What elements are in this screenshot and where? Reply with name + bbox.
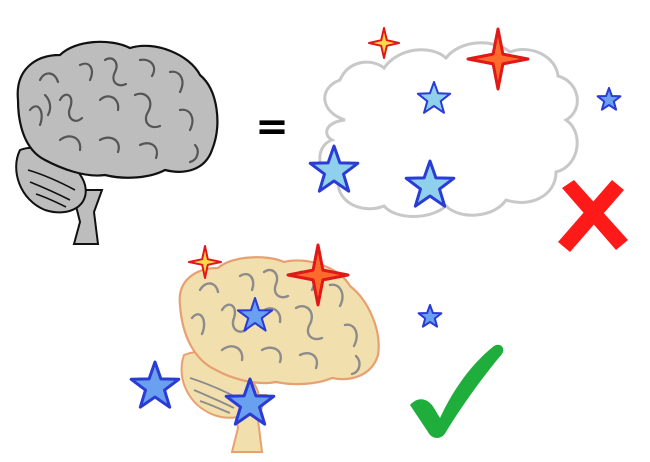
grey-brain-icon (15, 40, 219, 245)
star-icon (286, 243, 350, 307)
star-icon (188, 245, 222, 279)
stars-layer (129, 27, 622, 426)
star-icon (466, 27, 530, 91)
star-icon (308, 144, 360, 193)
star-icon (417, 304, 443, 328)
cross-icon (558, 180, 628, 252)
star-icon (368, 27, 400, 59)
cloud-icon (318, 41, 579, 218)
star-icon (129, 360, 181, 409)
checkmark-icon (410, 344, 504, 438)
star-icon (224, 377, 276, 426)
star-icon (404, 159, 456, 208)
star-icon (236, 297, 274, 332)
star-icon (416, 81, 452, 114)
equals-sign: = (255, 104, 289, 150)
star-icon (596, 87, 622, 111)
tan-brain-icon (178, 256, 380, 453)
